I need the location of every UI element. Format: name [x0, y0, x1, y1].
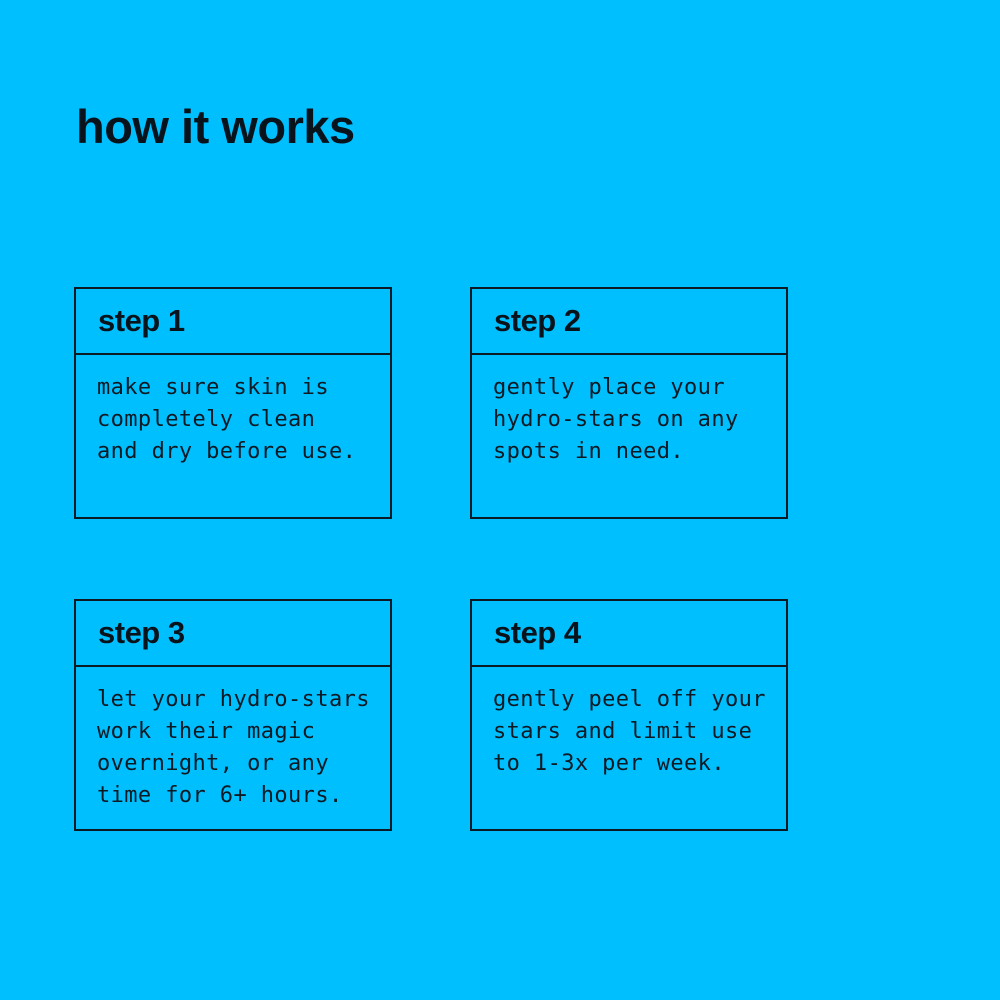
step-4-label: step 4 [494, 615, 581, 650]
page-title: how it works [76, 100, 355, 153]
step-card-3-header: step 3 [76, 601, 390, 667]
step-3-description: let your hydro-stars work their magic ov… [97, 687, 370, 808]
step-card-1-header: step 1 [76, 289, 390, 355]
step-card-3: step 3 let your hydro-stars work their m… [74, 599, 392, 831]
step-card-2: step 2 gently place your hydro-stars on … [470, 287, 788, 519]
step-2-label: step 2 [494, 303, 581, 338]
step-card-4-header: step 4 [472, 601, 786, 667]
step-card-4: step 4 gently peel off your stars and li… [470, 599, 788, 831]
step-2-description: gently place your hydro-stars on any spo… [493, 375, 739, 464]
step-card-1: step 1 make sure skin is completely clea… [74, 287, 392, 519]
step-1-description: make sure skin is completely clean and d… [97, 375, 357, 464]
steps-grid: step 1 make sure skin is completely clea… [74, 287, 788, 831]
step-3-label: step 3 [98, 615, 185, 650]
step-1-label: step 1 [98, 303, 185, 338]
step-card-2-header: step 2 [472, 289, 786, 355]
step-4-description: gently peel off your stars and limit use… [493, 687, 766, 776]
